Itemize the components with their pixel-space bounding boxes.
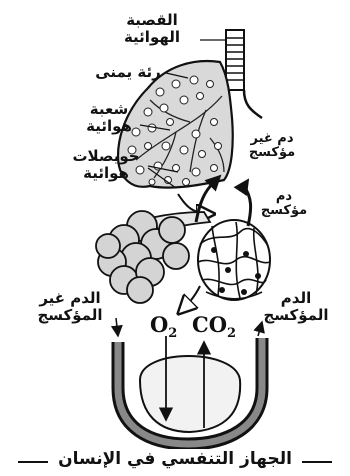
oxygen-label: O2 [150,312,177,341]
diagram-caption: الجهاز التنفسي في الإنسان [0,449,350,469]
label-deoxygenated-blood-top: دم غير مؤكسج [240,132,304,160]
zoom-arrow-down [180,286,200,312]
label-bronchiole: شعبة هوائية [76,101,142,135]
label-deoxygenated-blood-bottom: الدم غير المؤكسج [24,290,116,324]
gas-exchange-section [116,318,262,444]
label-oxygenated-blood-bottom: الدم المؤكسج [262,290,330,324]
label-oxygenated-blood-top: دم مؤكسج [254,190,314,218]
label-alveoli: حويصلات هوائية [64,148,148,182]
carbon-dioxide-label: CO2 [192,312,236,341]
label-trachea: القصبة الهوائية [104,12,200,46]
label-right-lung: رئة يمنى [88,64,168,81]
zoom-arrow [178,194,212,214]
